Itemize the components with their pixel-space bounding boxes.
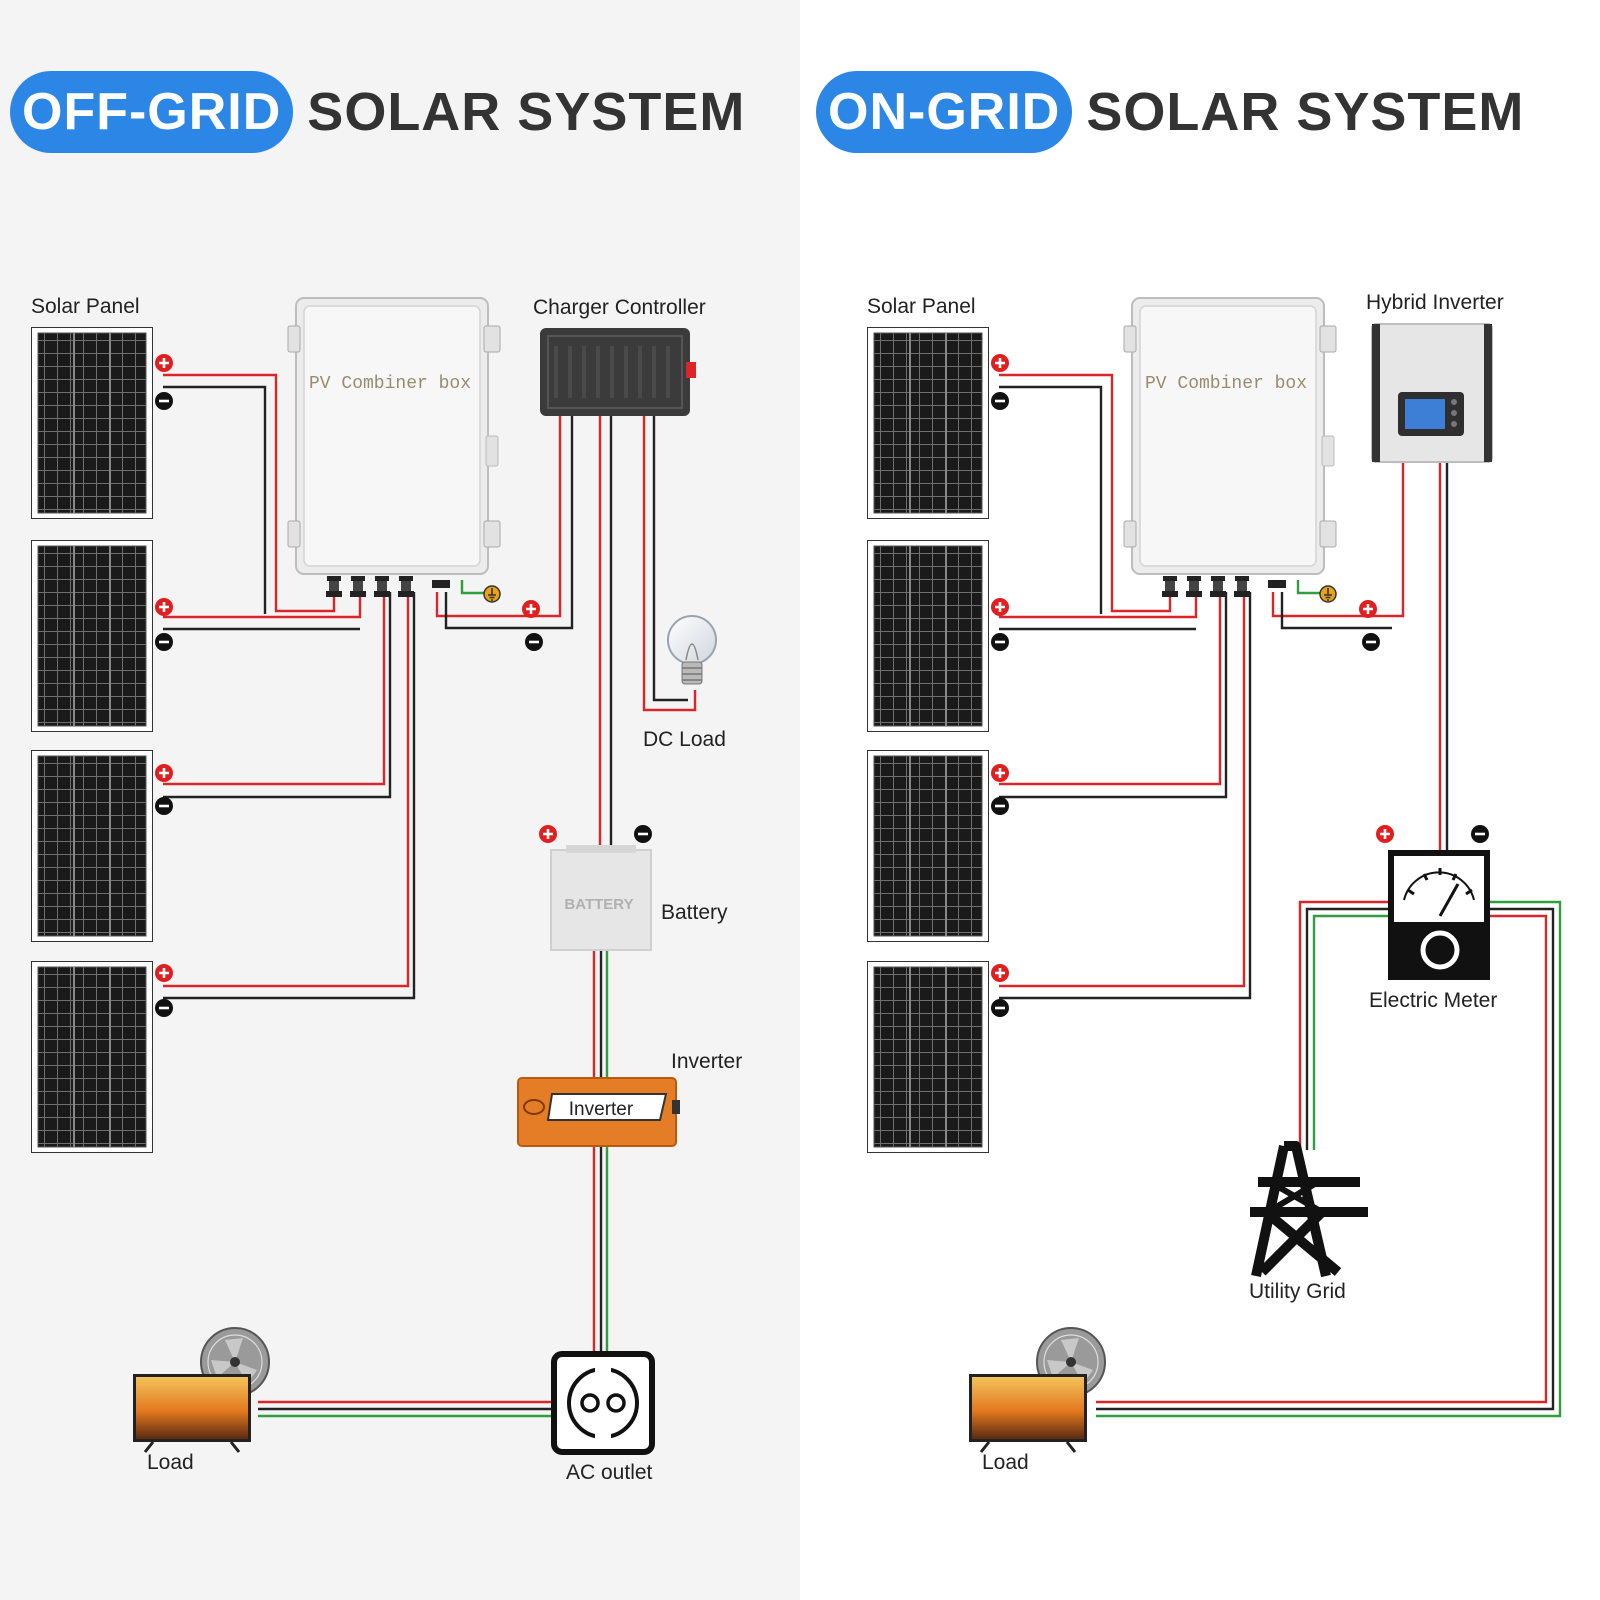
on-grid-solar-panels xyxy=(867,327,989,1153)
solar-panel-label: Solar Panel xyxy=(867,295,976,318)
tv-fan-load-icon xyxy=(969,1326,1107,1454)
off-grid-combiner-box: PV Combiner box xyxy=(287,297,501,603)
plus-icon xyxy=(154,597,174,617)
minus-icon xyxy=(154,796,174,816)
solar-panel-3 xyxy=(31,750,153,942)
minus-icon xyxy=(990,632,1010,652)
on-grid-title: SOLAR SYSTEM xyxy=(1086,82,1525,142)
off-grid-solar-panels xyxy=(31,327,153,1153)
ac-outlet-label: AC outlet xyxy=(566,1461,653,1484)
inverter-label: Inverter xyxy=(671,1050,743,1073)
minus-icon xyxy=(154,391,174,411)
load-label: Load xyxy=(147,1451,194,1474)
solar-panel-4 xyxy=(31,961,153,1153)
charger-controller-label: Charger Controller xyxy=(533,296,706,319)
minus-icon xyxy=(524,632,544,652)
off-grid-title: SOLAR SYSTEM xyxy=(307,82,746,142)
minus-icon xyxy=(990,391,1010,411)
load-label: Load xyxy=(982,1451,1029,1474)
plus-icon xyxy=(990,597,1010,617)
plus-icon xyxy=(990,963,1010,983)
ground-icon xyxy=(1319,585,1337,603)
inverter-device-text: Inverter xyxy=(569,1099,634,1120)
plus-icon xyxy=(154,353,174,373)
plus-icon xyxy=(154,763,174,783)
solar-panel-4 xyxy=(867,961,989,1153)
hybrid-inverter-device xyxy=(1371,323,1493,463)
battery-label: Battery xyxy=(661,901,728,924)
ac-outlet-icon xyxy=(551,1351,655,1455)
bulb-icon xyxy=(667,615,717,685)
minus-icon xyxy=(1361,632,1381,652)
on-grid-panel-wires xyxy=(999,373,1562,1418)
dc-load-label: DC Load xyxy=(643,728,726,751)
off-grid-header: OFF-GRID SOLAR SYSTEM xyxy=(10,70,745,154)
inverter-device: Inverter xyxy=(517,1077,680,1147)
solar-panel-3 xyxy=(867,750,989,942)
plus-icon xyxy=(538,824,558,844)
battery: BATTERY xyxy=(550,845,652,951)
on-grid-header: ON-GRID SOLAR SYSTEM xyxy=(816,70,1524,154)
solar-panel-2 xyxy=(867,540,989,732)
solar-panel-1 xyxy=(867,327,989,519)
minus-icon xyxy=(990,796,1010,816)
plus-icon xyxy=(1358,599,1378,619)
minus-icon xyxy=(1470,824,1490,844)
ground-icon xyxy=(483,585,501,603)
plus-icon xyxy=(1375,824,1395,844)
charger-controller xyxy=(540,328,696,416)
minus-icon xyxy=(633,824,653,844)
utility-grid-label: Utility Grid xyxy=(1249,1280,1346,1303)
plus-icon xyxy=(154,963,174,983)
utility-grid-tower-icon xyxy=(1250,1141,1368,1278)
minus-icon xyxy=(154,632,174,652)
solar-panel-1 xyxy=(31,327,153,519)
tv-fan-load-icon xyxy=(133,1326,271,1454)
minus-icon xyxy=(154,998,174,1018)
on-grid-badge: ON-GRID xyxy=(816,71,1073,153)
solar-panel-2 xyxy=(31,540,153,732)
solar-panel-label: Solar Panel xyxy=(31,295,140,318)
plus-icon xyxy=(521,599,541,619)
plus-icon xyxy=(990,763,1010,783)
off-grid-panel-wires xyxy=(163,373,697,1418)
combiner-box-text: PV Combiner box xyxy=(1145,374,1307,394)
electric-meter-label: Electric Meter xyxy=(1369,989,1498,1012)
on-grid-combiner-box: PV Combiner box xyxy=(1123,297,1337,603)
electric-meter-icon xyxy=(1388,850,1490,980)
combiner-box-text: PV Combiner box xyxy=(309,374,471,394)
off-grid-badge: OFF-GRID xyxy=(10,71,294,153)
hybrid-inverter-label: Hybrid Inverter xyxy=(1366,291,1504,314)
minus-icon xyxy=(990,998,1010,1018)
plus-icon xyxy=(990,353,1010,373)
battery-text: BATTERY xyxy=(564,896,633,913)
